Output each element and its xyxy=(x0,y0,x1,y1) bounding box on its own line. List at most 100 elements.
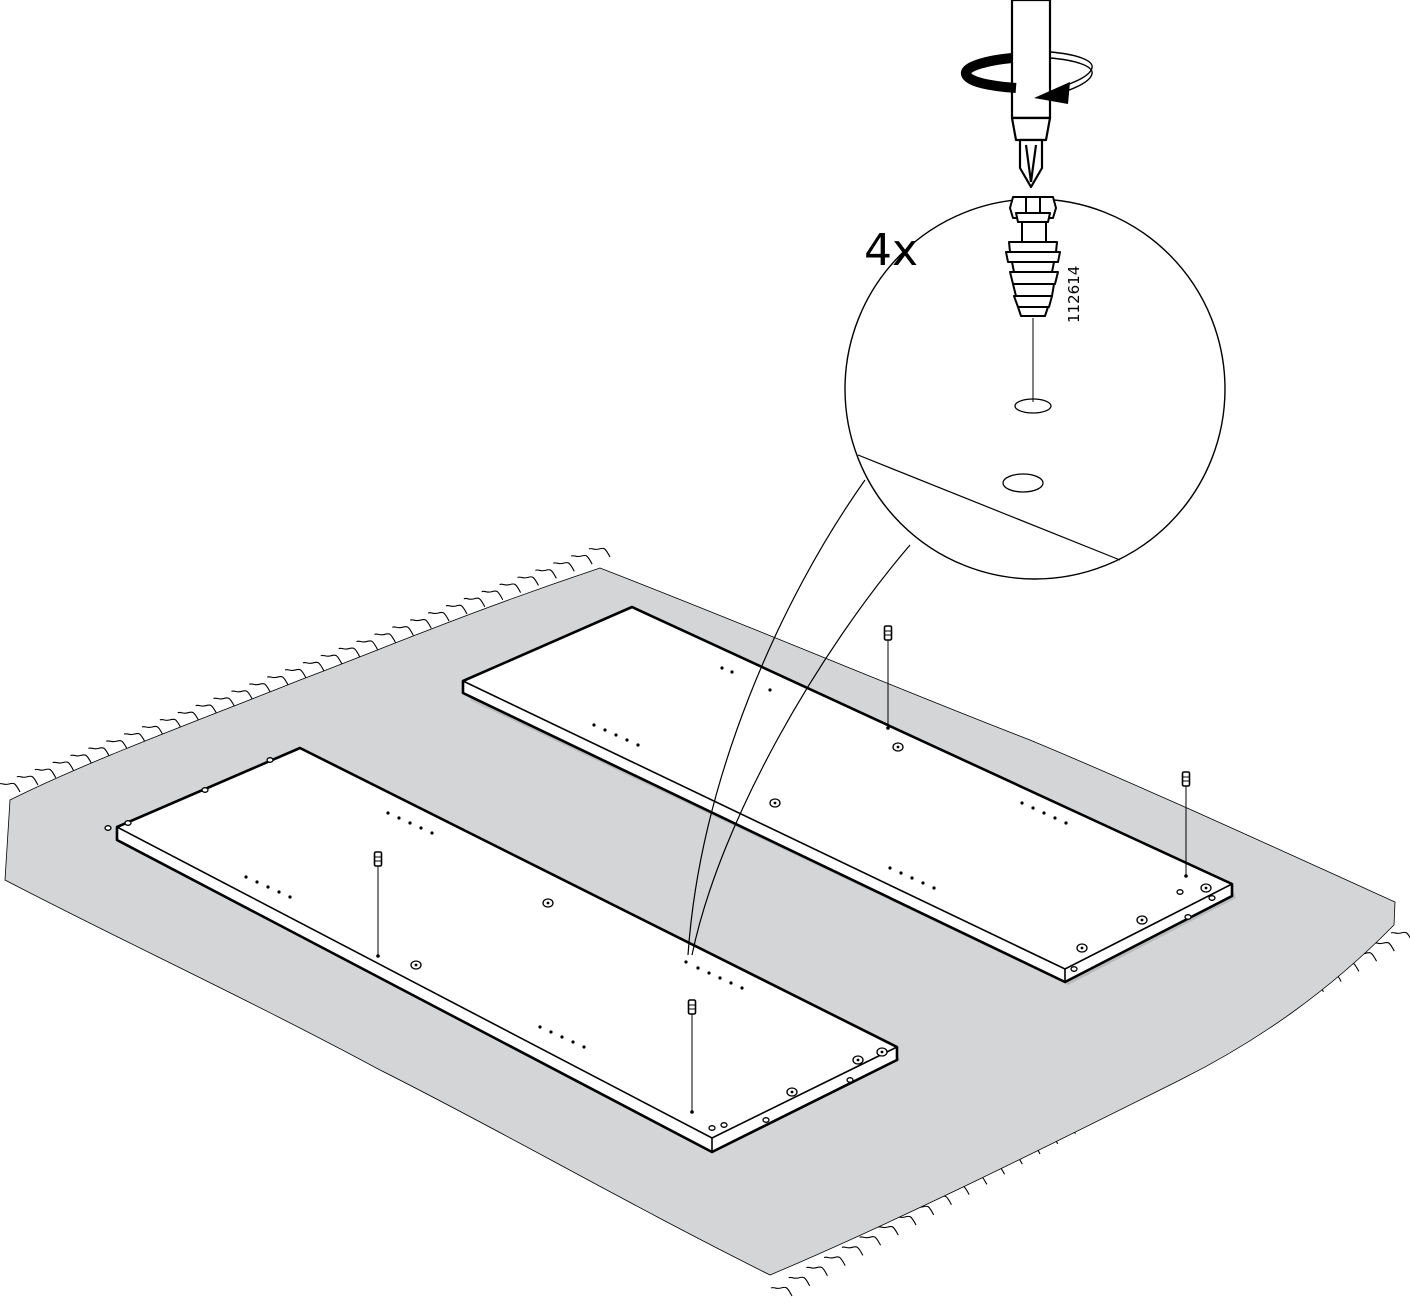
hole-dot xyxy=(718,976,722,980)
hole-dot xyxy=(549,1030,553,1034)
hole-dot xyxy=(430,831,434,835)
fringe-strand xyxy=(106,740,128,750)
hole-dot xyxy=(288,895,292,899)
dowel xyxy=(687,999,697,1015)
fringe-strand xyxy=(806,1266,828,1276)
hole-dot xyxy=(592,723,596,727)
edge-bump xyxy=(1176,889,1184,895)
edge-bump xyxy=(708,1125,716,1131)
keyhole-center xyxy=(1204,886,1208,890)
hole-dot xyxy=(397,816,401,820)
callout-leader-left xyxy=(687,479,866,956)
fringe-strand xyxy=(552,561,575,572)
fringe-strand xyxy=(123,732,146,743)
dowel-hole xyxy=(376,954,380,958)
edge-bump xyxy=(1208,895,1216,901)
fringe-strand xyxy=(231,690,253,700)
fringe-strand xyxy=(356,640,379,650)
fringe-strand xyxy=(0,782,21,793)
hole-dot xyxy=(720,666,724,670)
fringe-strand xyxy=(499,583,522,593)
fringe-strand xyxy=(535,569,557,579)
fringe-strand xyxy=(284,668,307,679)
edge-bump xyxy=(846,1077,854,1083)
fringe-strand xyxy=(517,576,539,586)
hole-dot xyxy=(899,871,903,875)
fringe-strand xyxy=(427,611,450,622)
fringe-strand xyxy=(1390,931,1410,939)
board-hole-details xyxy=(104,666,1216,1131)
fringe-strand xyxy=(88,747,110,757)
keyhole-center xyxy=(880,1050,884,1054)
hole-dot xyxy=(1042,811,1046,815)
fringe-strand xyxy=(213,697,236,707)
fringe-strand xyxy=(788,1276,811,1287)
fringe-strand xyxy=(588,547,611,558)
hole-dot xyxy=(538,1025,542,1029)
hole-target-lower xyxy=(1002,473,1044,493)
hole-dot xyxy=(419,826,423,830)
fringe-strand xyxy=(859,1236,882,1246)
keyhole-center xyxy=(896,745,900,749)
fringe-strand xyxy=(338,647,361,657)
dowel xyxy=(883,625,893,641)
hole-dot xyxy=(1020,801,1024,805)
hole-dot xyxy=(1053,816,1057,820)
hole-dot xyxy=(386,811,390,815)
dowel-hole xyxy=(1184,874,1188,878)
hole-dot xyxy=(625,738,629,742)
hole-dot xyxy=(408,821,412,825)
fringe-strand xyxy=(841,1246,864,1256)
board-right xyxy=(461,605,1234,984)
keyhole-center xyxy=(773,801,777,805)
detail-callout xyxy=(844,198,1226,580)
hole-dot xyxy=(684,960,688,964)
fringe-strand xyxy=(570,554,593,565)
board-left xyxy=(115,746,899,1154)
fringe-strand xyxy=(16,775,39,786)
edge-bump xyxy=(104,825,112,831)
hole-dot xyxy=(1031,806,1035,810)
fringe-strand xyxy=(70,754,93,764)
hole-dot xyxy=(636,743,640,747)
fringe-strand xyxy=(34,768,57,779)
dowel xyxy=(373,851,383,867)
edge-bump xyxy=(201,787,209,793)
hole-dot xyxy=(255,880,259,884)
edge-bump xyxy=(124,820,132,826)
hole-dot xyxy=(603,728,607,732)
edge-bump xyxy=(266,757,274,763)
hole-dot xyxy=(932,886,936,890)
cam-lock-dowel-icon xyxy=(1005,196,1061,317)
edge-bump xyxy=(1070,966,1078,972)
keyhole-center xyxy=(1080,946,1084,950)
fringe-strand xyxy=(141,725,164,736)
part-number-label: 112614 xyxy=(1065,266,1083,323)
dowel-hole xyxy=(886,726,890,730)
fringe-strand xyxy=(1373,941,1395,952)
hole-dot xyxy=(696,966,700,970)
fringe-strand xyxy=(481,590,504,600)
hole-dot xyxy=(560,1035,564,1039)
edge-bump xyxy=(762,1117,770,1123)
callout-leader-right xyxy=(691,544,911,956)
edge-bump xyxy=(720,1122,728,1128)
fringe-strand xyxy=(392,626,414,636)
hole-dot xyxy=(244,875,248,879)
fringe-strand xyxy=(177,711,200,722)
fringe-strand xyxy=(249,683,271,693)
dowel-hole xyxy=(690,1110,694,1114)
fringe-strand xyxy=(463,597,486,608)
fringe-strand xyxy=(159,718,182,729)
fringe-strand xyxy=(302,661,325,672)
hole-dot xyxy=(266,885,270,889)
fringe-strand xyxy=(409,618,432,629)
hole-dot xyxy=(707,971,711,975)
edge-bump xyxy=(1184,914,1192,920)
keyhole-center xyxy=(790,1090,794,1094)
fringe-strand xyxy=(770,1286,793,1297)
hole-dot xyxy=(740,986,744,990)
hole-dot xyxy=(888,866,892,870)
fringe-strand xyxy=(445,604,468,615)
